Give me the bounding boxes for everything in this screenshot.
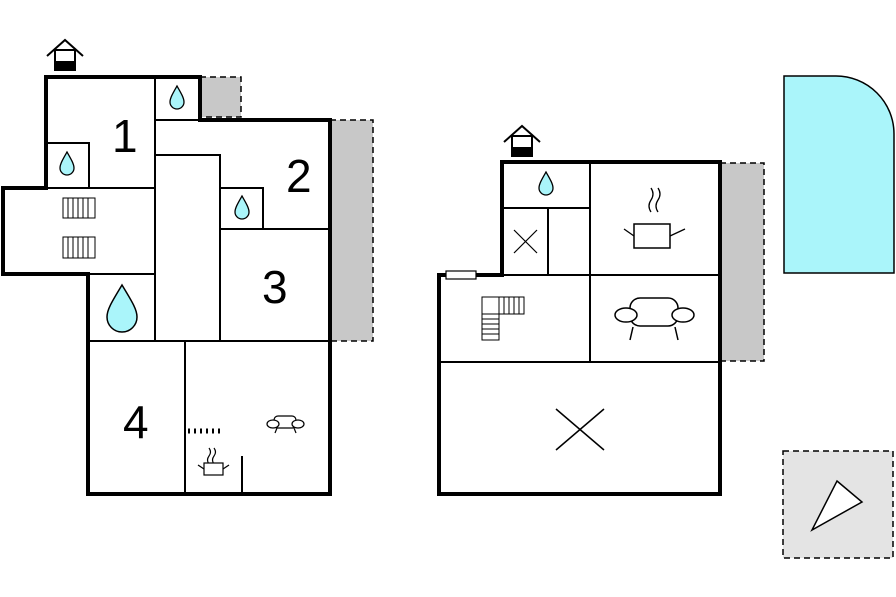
upper-floor-plan: [437, 124, 765, 496]
terrace-right: [329, 119, 374, 342]
cooking-pot-icon: [623, 187, 686, 249]
water-drop-icon: [538, 170, 554, 196]
sofa-icon: [614, 297, 695, 341]
room-label-3: 3: [262, 261, 288, 313]
water-drop-icon: [59, 150, 75, 176]
pool: [783, 75, 895, 274]
stairs-icon: [481, 296, 525, 341]
terrace-top: [199, 76, 242, 118]
outer-wall: [437, 160, 722, 496]
terrace-right: [719, 162, 765, 362]
cooking-pot-icon: [197, 447, 230, 476]
interior-walls: [3, 77, 330, 494]
room-label-4: 4: [123, 396, 149, 448]
sofa-icon: [266, 415, 305, 434]
water-drop-icon: [234, 194, 250, 220]
compass-arrow-icon: [810, 479, 864, 532]
room-label-2: 2: [286, 150, 312, 202]
bed-icon: [62, 197, 96, 219]
cross-icon: [555, 408, 605, 451]
ground-floor-plan: 1 2 3 4: [1, 38, 374, 496]
compass: [782, 450, 894, 559]
water-drop-icon: [169, 84, 185, 110]
interior-walls: [439, 162, 720, 363]
entrance-icon: [46, 38, 84, 71]
water-drop-icon: [106, 283, 138, 333]
bed-icon: [62, 236, 96, 259]
window-marker: [445, 270, 477, 280]
room-label-1: 1: [112, 110, 138, 162]
cross-icon: [513, 229, 538, 254]
entrance-icon: [503, 124, 541, 157]
